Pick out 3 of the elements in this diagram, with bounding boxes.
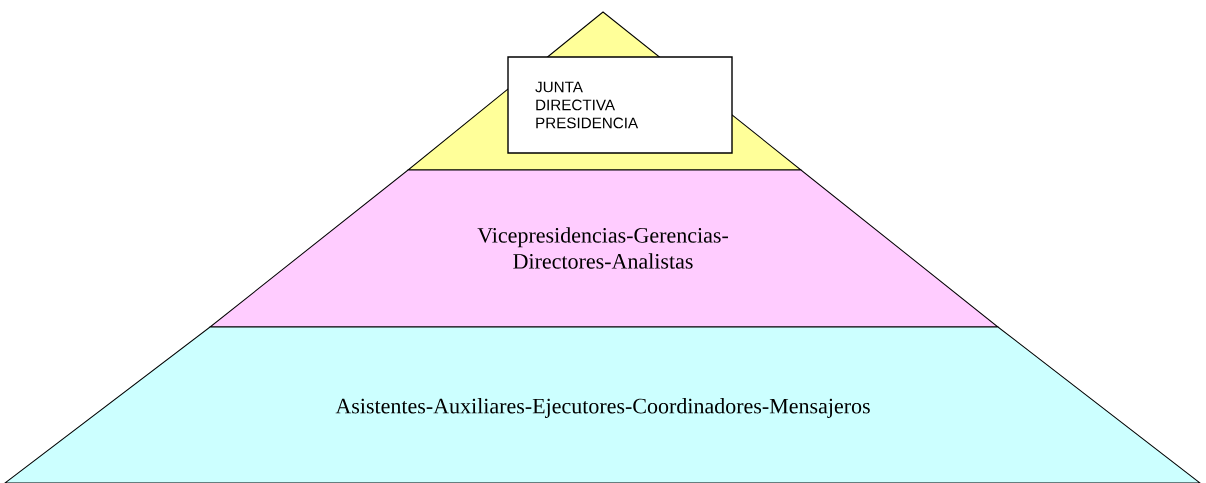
pyramid-band: Vicepresidencias-Gerencias-Directores-Analistas [209,169,999,328]
pyramid-band: Asistentes-Auxiliares-Ejecutores-Coordinadores-Mensajeros [4,326,1201,483]
label-box: JUNTA DIRECTIVA PRESIDENCIA [507,56,733,154]
